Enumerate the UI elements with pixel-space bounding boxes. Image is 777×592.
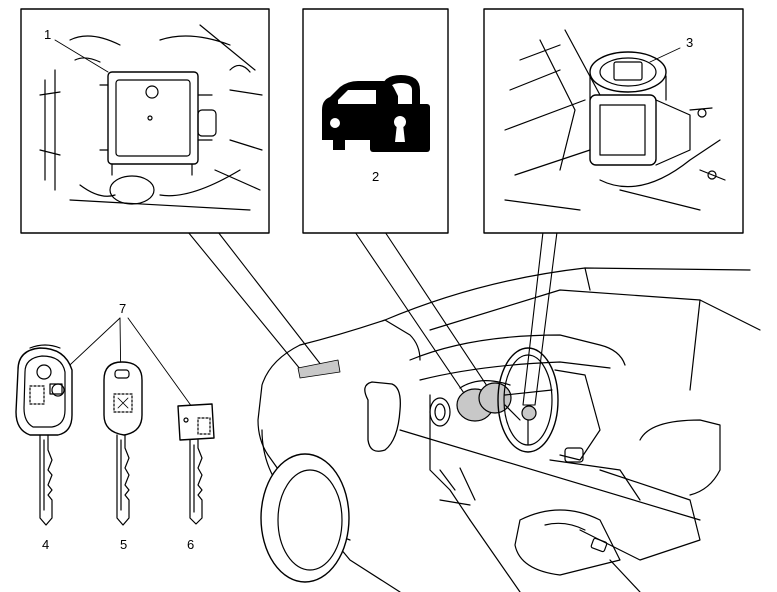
panel-2-lock-indicator (302, 8, 449, 234)
vehicle-dashboard-illustration (257, 267, 761, 592)
callout-3: 3 (686, 35, 694, 50)
callout-1: 1 (44, 27, 52, 42)
callout-2: 2 (372, 169, 380, 184)
callout-5: 5 (120, 537, 128, 552)
leader-lines (187, 231, 558, 406)
transponder-key-icon (103, 361, 143, 526)
ecm-module-icon (39, 24, 263, 211)
panel-3-ignition-switch (483, 8, 744, 234)
callout-6: 6 (187, 537, 195, 552)
callout-7: 7 (119, 301, 127, 316)
panel-1-ecm (20, 8, 270, 234)
flip-key-blade-icon (177, 403, 215, 525)
remote-key-fob-icon (15, 344, 73, 526)
ignition-switch-coil-icon (504, 29, 726, 211)
car-lock-indicator-icon (322, 75, 430, 152)
callout-4: 4 (42, 537, 50, 552)
